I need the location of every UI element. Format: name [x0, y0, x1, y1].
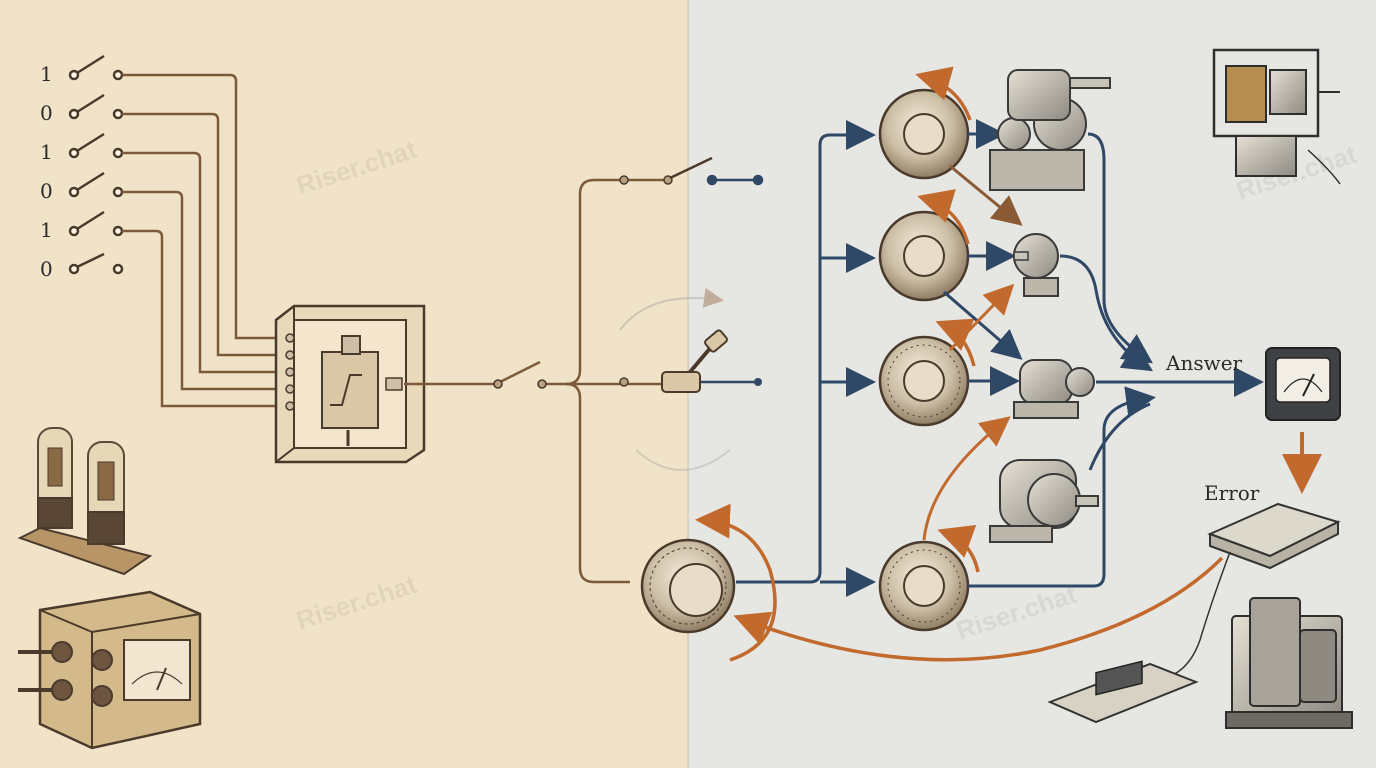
circuit-board-icon [1047, 660, 1199, 724]
input-switches [68, 54, 124, 275]
signal-bus [736, 120, 876, 597]
answer-paths [968, 132, 1264, 588]
vacuum-tube-icon [87, 441, 125, 545]
relay-machine-icon [1212, 48, 1341, 185]
gear-motor-icon [989, 69, 1111, 191]
meter-box-icon [18, 590, 202, 750]
toggle-switch-icon [68, 252, 124, 275]
bit-label: 1 [40, 62, 53, 86]
toggle-switch-icon [68, 54, 124, 81]
error-label: Error [1204, 481, 1260, 505]
bit-label: 1 [40, 140, 53, 164]
relay-switch-contact [537, 379, 547, 389]
feedback-arrow [922, 416, 1011, 541]
transformer-icon [1225, 597, 1353, 729]
branch-node [619, 175, 629, 185]
error-feedback-arrow [733, 556, 1224, 662]
coupling-arrow [949, 164, 1023, 226]
toggle-switch-icon [68, 93, 124, 120]
gear-motor-icon [1013, 359, 1095, 419]
relay-output-wire [404, 178, 670, 584]
dial-knob-icon [878, 88, 970, 180]
bit-label: 1 [40, 218, 53, 242]
vacuum-tube-icon [17, 427, 153, 576]
answer-label: Answer [1165, 351, 1243, 375]
dial-knob-icon [640, 538, 736, 634]
analog-meter-icon [1265, 347, 1341, 421]
branch-node [619, 377, 629, 387]
rotation-arc-faint [619, 287, 724, 331]
toggle-switch-icon [68, 132, 124, 159]
relay-switch-contact [493, 379, 503, 389]
dial-knob-icon [878, 335, 970, 427]
rotation-arc-faint [635, 449, 731, 471]
input-wires [122, 73, 290, 408]
dial-connections [943, 119, 1023, 396]
toggle-switch-icon [669, 156, 764, 186]
bit-label: 0 [40, 179, 53, 203]
binary-inputs: 1 0 1 0 1 0 [40, 62, 53, 281]
gear-motor-icon [989, 459, 1099, 543]
bit-label: 0 [40, 101, 53, 125]
screw-terminal-icon [661, 329, 762, 393]
error-plate-icon [1207, 502, 1341, 570]
bit-label: 0 [40, 257, 53, 281]
relay-icon [274, 304, 426, 464]
knob-rotation-arrow [695, 503, 777, 662]
dial-knob-icon [878, 210, 970, 302]
feedback-arrow [948, 283, 1015, 352]
potentiometer-icon [1013, 233, 1059, 297]
dial-knob-icon [878, 540, 970, 632]
